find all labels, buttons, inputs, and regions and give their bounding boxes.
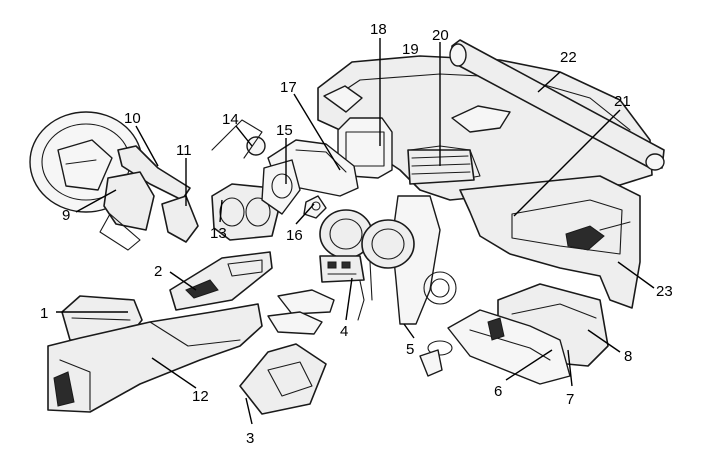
leader-3 (245, 397, 253, 425)
console-top-panel (169, 251, 273, 311)
dashboard-lower-panel (459, 175, 641, 309)
callout-13: 13 (210, 225, 227, 242)
callout-17: 17 (280, 79, 297, 96)
center-vent (407, 149, 475, 185)
callout-21: 21 (614, 93, 631, 110)
callout-19: 19 (402, 41, 419, 58)
steering-column-covers (99, 145, 199, 251)
leader-4 (345, 277, 353, 321)
heater-control-assembly (419, 283, 609, 385)
leader-9 (75, 189, 117, 213)
callout-labels: 1 2 3 4 5 6 7 8 9 10 11 12 13 14 15 16 1… (40, 21, 673, 447)
callout-16: 16 (286, 227, 303, 244)
leader-6 (505, 349, 553, 381)
callout-2: 2 (154, 263, 162, 280)
callout-4: 4 (340, 323, 348, 340)
console-tray (239, 343, 327, 415)
dashboard-support-bar (449, 39, 665, 171)
gauge-cluster-housing (319, 209, 415, 321)
callout-12: 12 (192, 388, 209, 405)
leader-14 (235, 125, 253, 147)
leader-7 (567, 349, 573, 387)
leader-lines (56, 38, 655, 425)
cluster-hood (261, 139, 359, 215)
callout-14: 14 (222, 111, 239, 128)
callout-22: 22 (560, 49, 577, 66)
callout-8: 8 (624, 348, 632, 365)
leader-5 (403, 323, 415, 339)
callout-3: 3 (246, 430, 254, 447)
leader-22 (537, 71, 561, 93)
leader-13 (219, 199, 223, 223)
callout-18: 18 (370, 21, 387, 38)
leader-2 (169, 271, 197, 291)
leader-8 (587, 329, 621, 353)
callout-5: 5 (406, 341, 414, 358)
callout-7: 7 (566, 391, 574, 408)
console-brackets (267, 289, 335, 335)
leader-21 (513, 109, 621, 217)
leader-23 (617, 261, 655, 289)
leader-16 (295, 203, 315, 225)
callout-20: 20 (432, 27, 449, 44)
callout-9: 9 (62, 207, 70, 224)
leader-17 (293, 93, 341, 171)
leader-10 (135, 125, 159, 167)
ignition-parts (211, 119, 327, 219)
callout-23: 23 (656, 283, 673, 300)
callout-6: 6 (494, 383, 502, 400)
callout-10: 10 (124, 110, 141, 127)
center-console-body (47, 303, 263, 413)
callout-15: 15 (276, 122, 293, 139)
callout-11: 11 (176, 142, 192, 159)
leader-12 (151, 357, 197, 389)
switch-panel (319, 255, 365, 283)
callout-1: 1 (40, 305, 48, 322)
